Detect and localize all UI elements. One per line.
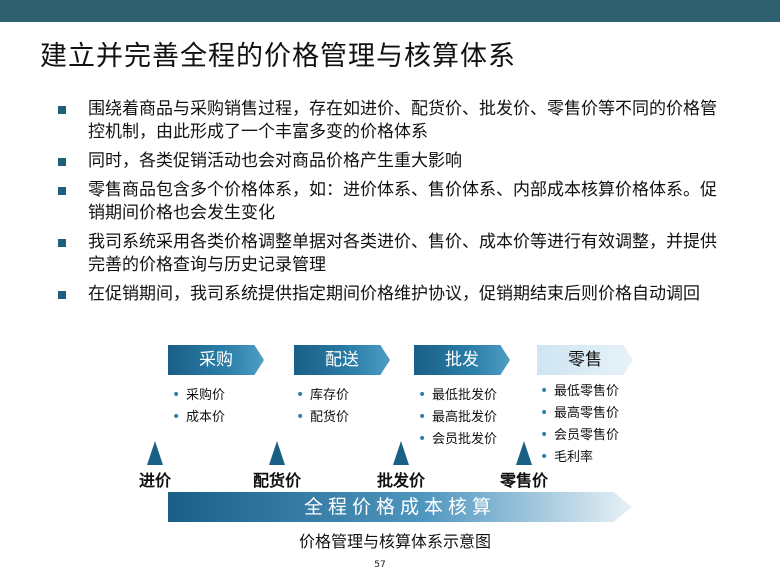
- stage-retail: 零售: [537, 345, 633, 375]
- list-item: 配货价: [296, 406, 349, 429]
- stage-procurement: 采购: [168, 345, 264, 375]
- page-number: 57: [374, 560, 386, 570]
- bullet-square-icon: [58, 239, 66, 247]
- distribution-item-list: 库存价 配货价: [296, 384, 349, 429]
- wholesale-price-marker-icon: [393, 441, 409, 465]
- wholesale-item-list: 最低批发价 最高批发价 会员批发价: [418, 384, 497, 451]
- list-item: 最低零售价: [540, 380, 619, 403]
- purchase-price-marker-icon: [147, 441, 163, 465]
- retail-price-marker-icon: [516, 441, 532, 465]
- list-item: 会员零售价: [540, 424, 619, 447]
- retail-item-list: 最低零售价 最高零售价 会员零售价 毛利率: [540, 380, 619, 469]
- list-item: 最低批发价: [418, 384, 497, 407]
- full-cost-accounting-bar: 全程价格成本核算: [168, 492, 632, 522]
- bullet-item: 同时，各类促销活动也会对商品价格产生重大影响: [52, 150, 732, 173]
- bullet-square-icon: [58, 291, 66, 299]
- bullet-item: 围绕着商品与采购销售过程，存在如进价、配货价、批发价、零售价等不同的价格管控机制…: [52, 98, 732, 144]
- retail-price-label: 零售价: [499, 471, 548, 490]
- bullet-list: 围绕着商品与采购销售过程，存在如进价、配货价、批发价、零售价等不同的价格管控机制…: [52, 98, 732, 312]
- bullet-item: 我司系统采用各类价格调整单据对各类进价、售价、成本价等进行有效调整，并提供完善的…: [52, 231, 732, 277]
- bullet-item: 零售商品包含多个价格体系，如：进价体系、售价体系、内部成本核算价格体系。促销期间…: [52, 179, 732, 225]
- list-item: 毛利率: [540, 446, 619, 469]
- stage-wholesale: 批发: [414, 345, 510, 375]
- page-title: 建立并完善全程的价格管理与核算体系: [40, 41, 516, 72]
- bullet-square-icon: [58, 106, 66, 114]
- list-item: 采购价: [172, 384, 225, 407]
- list-item: 库存价: [296, 384, 349, 407]
- bullet-square-icon: [58, 158, 66, 166]
- bullet-item: 在促销期间，我司系统提供指定期间价格维护协议，促销期结束后则价格自动调回: [52, 283, 732, 306]
- wholesale-price-label: 批发价: [376, 471, 425, 490]
- list-item: 成本价: [172, 406, 225, 429]
- diagram-caption: 价格管理与核算体系示意图: [298, 532, 491, 551]
- bullet-square-icon: [58, 187, 66, 195]
- purchase-price-label: 进价: [138, 471, 171, 490]
- list-item: 最高零售价: [540, 402, 619, 425]
- list-item: 最高批发价: [418, 406, 497, 429]
- distribution-price-label: 配货价: [252, 471, 301, 490]
- procurement-item-list: 采购价 成本价: [172, 384, 225, 429]
- stage-distribution: 配送: [294, 345, 390, 375]
- distribution-price-marker-icon: [269, 441, 285, 465]
- top-bar: [0, 0, 780, 22]
- list-item: 会员批发价: [418, 428, 497, 451]
